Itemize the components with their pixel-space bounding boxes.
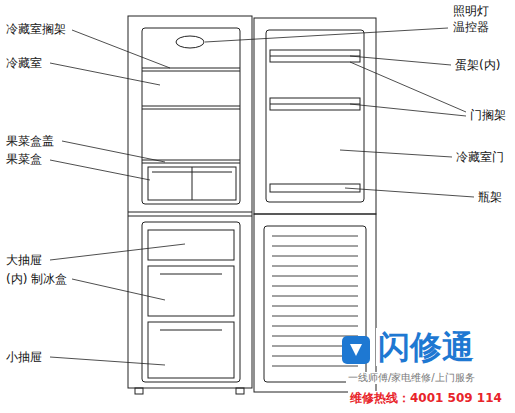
- part-label: 冷藏室: [6, 56, 42, 70]
- part-label: 冷藏室搁架: [6, 22, 66, 36]
- part-label: 大抽屉: [6, 253, 42, 267]
- hotline-text: 维修热线：4001 509 114: [348, 391, 504, 405]
- watermark-logo: 闪修通: [376, 328, 476, 366]
- logo-icon: [342, 336, 370, 364]
- part-label: 照明灯: [453, 4, 489, 18]
- part-label: 小抽屉: [6, 350, 42, 364]
- part-label: 果菜盒盖: [6, 134, 54, 148]
- part-label: (内) 制冰盒: [6, 272, 67, 286]
- part-label: 门搁架: [470, 108, 506, 122]
- part-label: 蛋架(内): [455, 58, 500, 72]
- watermark-slogan: 一线师傅/家电维修/上门服务: [346, 372, 477, 384]
- part-label: 温控器: [453, 20, 489, 34]
- part-label: 冷藏室门: [456, 150, 504, 164]
- leader-lines: [50, 28, 474, 365]
- part-label: 瓶架: [478, 190, 502, 204]
- part-label: 果菜盒: [6, 152, 42, 166]
